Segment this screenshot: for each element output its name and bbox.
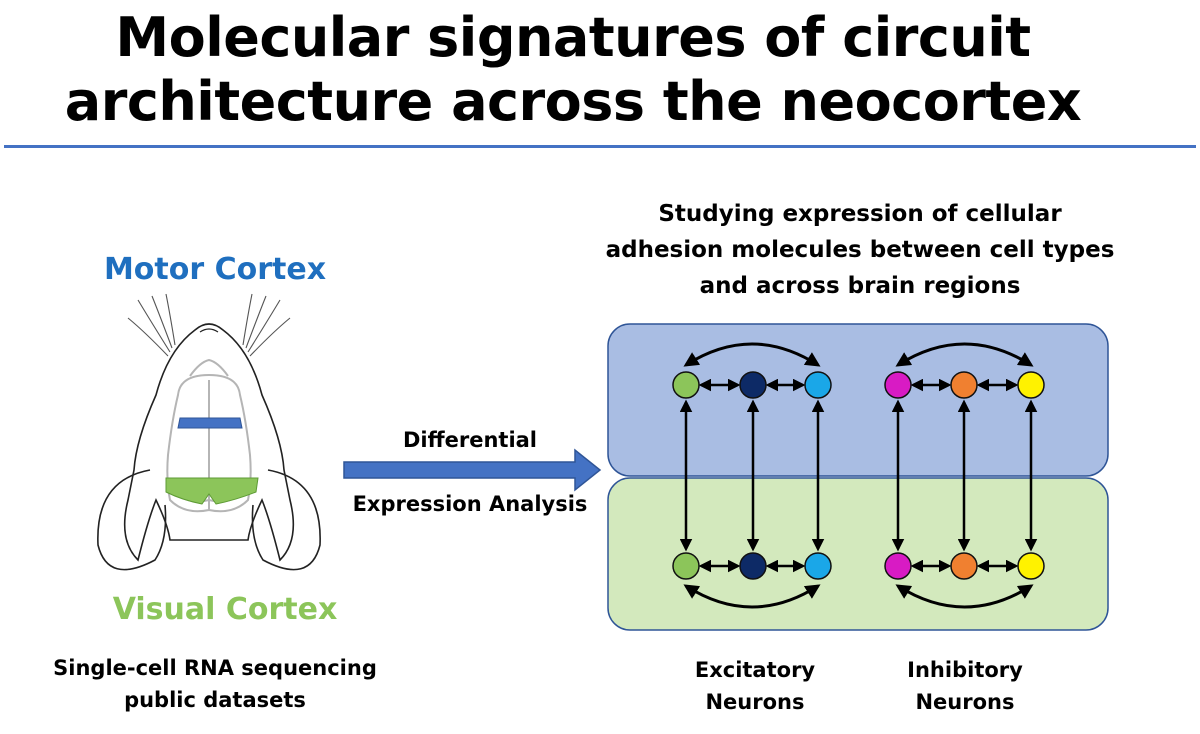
excitatory-visual-node-3 — [804, 552, 832, 580]
right-ear — [251, 469, 321, 571]
motor-cortex-label: Motor Cortex — [103, 252, 327, 287]
connection-arrows — [679, 342, 1038, 609]
inhibitory-visual-node-1 — [884, 552, 912, 580]
excitatory-visual-node-1 — [672, 552, 700, 580]
excitatory-visual-node-2 — [739, 552, 767, 580]
inhibitory-motor-arc — [895, 342, 1034, 367]
excitatory-motor-node-1 — [672, 371, 700, 399]
inhibitory-visual-node-3 — [1017, 552, 1045, 580]
inhibitory-visual-node-2 — [950, 552, 978, 580]
neuron-nodes — [672, 371, 1045, 580]
visual-cortex-label: Visual Cortex — [112, 592, 338, 627]
inhibitory-motor-node-2 — [950, 371, 978, 399]
excitatory-motor-arc — [683, 342, 821, 367]
analysis-arrow — [343, 448, 602, 492]
left-ear — [97, 469, 167, 571]
arrow-label-bottom: Expression Analysis — [352, 492, 588, 516]
arrow-label-top: Differential — [402, 428, 538, 452]
excitatory-motor-node-3 — [804, 371, 832, 399]
visual-cortex-region — [165, 477, 259, 505]
motor-region-box — [607, 323, 1109, 477]
mouse-head-illustration — [97, 293, 321, 571]
inhibitory-motor-node-3 — [1017, 371, 1045, 399]
study-caption: Studying expression of cellular adhesion… — [605, 201, 1115, 299]
head-outline — [123, 323, 295, 562]
whiskers-icon — [127, 293, 291, 357]
inhibitory-neurons-label: Inhibitory Neurons — [907, 658, 1023, 714]
title-divider — [4, 145, 1196, 148]
excitatory-motor-node-2 — [739, 371, 767, 399]
datasets-label: Single-cell RNA sequencing public datase… — [53, 656, 377, 712]
excitatory-visual-arc — [683, 584, 821, 609]
inhibitory-visual-arc — [895, 584, 1034, 609]
excitatory-neurons-label: Excitatory Neurons — [694, 658, 816, 714]
inhibitory-motor-node-1 — [884, 371, 912, 399]
page-title: Molecular signatures of circuit architec… — [64, 6, 1082, 133]
motor-cortex-region — [177, 417, 243, 429]
